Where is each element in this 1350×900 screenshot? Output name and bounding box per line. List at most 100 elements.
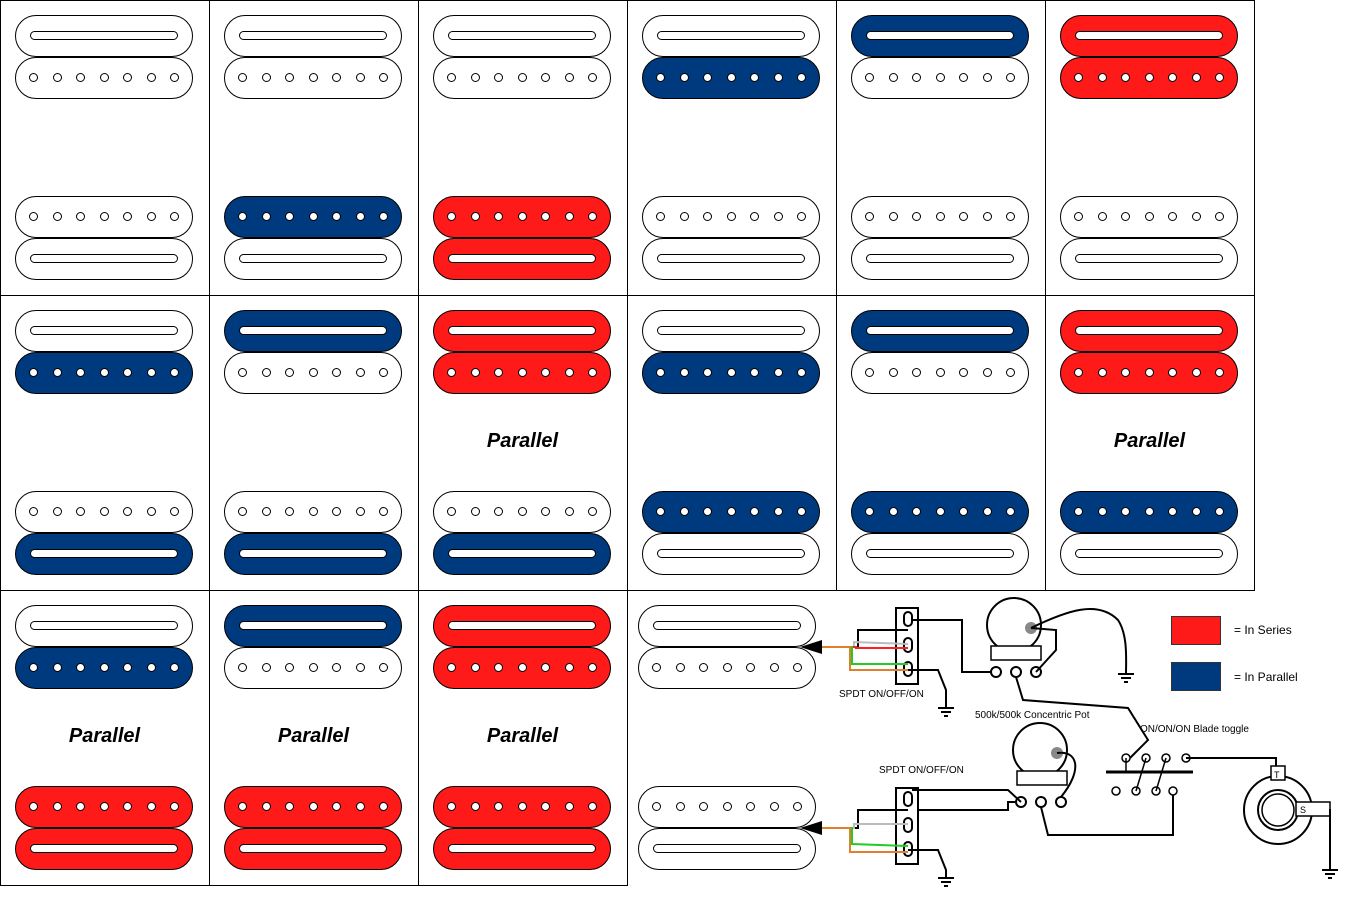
wiring-bridge-blade-coil <box>638 828 816 870</box>
pickup-poles <box>865 507 1015 517</box>
pickup-blade <box>448 549 596 558</box>
ground-symbol-1 <box>938 707 954 717</box>
pickup-blade <box>448 326 596 335</box>
pickup-poles <box>29 368 179 378</box>
bridge-pickup-blade-coil <box>15 238 193 280</box>
bridge-pickup-pole-coil <box>15 491 193 533</box>
pickup-blade <box>657 326 805 335</box>
parallel-caption: Parallel <box>1113 430 1186 452</box>
pickup-blade <box>657 31 805 40</box>
pickup-blade <box>448 844 596 853</box>
bridge-pickup-blade-coil <box>224 533 402 575</box>
neck-pickup-pole-coil <box>433 352 611 394</box>
neck-pickup-blade-coil <box>851 15 1029 57</box>
neck-pickup-blade-coil <box>642 310 820 352</box>
pickup-config-cell <box>1045 295 1255 591</box>
pickup-poles <box>447 507 597 517</box>
ground-symbol-5 <box>1322 869 1338 879</box>
ground-symbol-2 <box>1118 673 1134 683</box>
pickup-blade <box>239 326 387 335</box>
neck-pickup-blade-coil <box>224 605 402 647</box>
neck-pickup-pole-coil <box>15 57 193 99</box>
bridge-pickup-blade-coil <box>224 238 402 280</box>
neck-pickup-pole-coil <box>642 352 820 394</box>
legend-series-swatch <box>1171 616 1221 645</box>
bridge-pickup-blade-coil <box>433 828 611 870</box>
parallel-caption: Parallel <box>486 725 559 747</box>
pickup-config-cell <box>627 0 837 296</box>
pickup-poles <box>238 368 388 378</box>
pickup-blade <box>30 31 178 40</box>
neck-pickup-pole-coil <box>642 57 820 99</box>
pickup-blade <box>30 621 178 630</box>
pickup-blade <box>1075 549 1223 558</box>
bridge-pickup-blade-coil <box>851 238 1029 280</box>
pickup-poles <box>1074 368 1224 378</box>
pickup-blade <box>1075 326 1223 335</box>
pickup-poles <box>238 663 388 673</box>
pickup-config-cell <box>0 0 210 296</box>
pickup-poles <box>238 802 388 812</box>
pickup-blade <box>239 621 387 630</box>
pickup-poles <box>29 663 179 673</box>
pickup-config-cell <box>209 590 419 886</box>
parallel-caption: Parallel <box>486 430 559 452</box>
pickup-poles <box>656 73 806 83</box>
bridge-pickup-pole-coil <box>642 196 820 238</box>
bridge-pickup-pole-coil <box>15 196 193 238</box>
bridge-pickup-blade-coil <box>1060 238 1238 280</box>
pickup-config-cell <box>209 295 419 591</box>
pickup-blade <box>866 549 1014 558</box>
pickup-poles <box>447 663 597 673</box>
neck-pickup-pole-coil <box>15 647 193 689</box>
pickup-blade <box>1075 31 1223 40</box>
pickup-config-cell <box>209 0 419 296</box>
pickup-blade <box>30 326 178 335</box>
pickup-blade <box>653 621 801 630</box>
pickup-poles <box>238 507 388 517</box>
parallel-caption: Parallel <box>277 725 350 747</box>
neck-pickup-blade-coil <box>15 605 193 647</box>
pickup-config-cell <box>418 590 628 886</box>
neck-pickup-blade-coil <box>851 310 1029 352</box>
bridge-pickup-pole-coil <box>224 196 402 238</box>
pickup-blade <box>866 31 1014 40</box>
toggle-label: ON/ON/ON Blade toggle <box>1140 724 1249 735</box>
neck-pickup-blade-coil <box>224 310 402 352</box>
bridge-pickup-pole-coil <box>224 491 402 533</box>
bridge-pickup-pole-coil <box>15 786 193 828</box>
neck-pickup-blade-coil <box>15 310 193 352</box>
pickup-blade <box>866 326 1014 335</box>
pickup-config-cell <box>0 590 210 886</box>
output-jack: T S <box>1243 765 1331 845</box>
neck-pickup-blade-coil <box>1060 310 1238 352</box>
pickup-blade <box>30 254 178 263</box>
pickup-poles <box>652 802 802 812</box>
pot-2 <box>1012 722 1068 808</box>
pickup-poles <box>865 73 1015 83</box>
pickup-poles <box>656 212 806 222</box>
neck-pickup-blade-coil <box>433 605 611 647</box>
neck-pickup-blade-coil <box>642 15 820 57</box>
pickup-poles <box>29 212 179 222</box>
neck-pickup-blade-coil <box>433 310 611 352</box>
pickup-poles <box>656 368 806 378</box>
neck-pickup-blade-coil <box>224 15 402 57</box>
pickup-poles <box>29 507 179 517</box>
pickup-blade <box>30 549 178 558</box>
bridge-pickup-blade-coil <box>642 238 820 280</box>
neck-pickup-pole-coil <box>224 647 402 689</box>
pickup-blade <box>448 31 596 40</box>
bridge-pickup-pole-coil <box>433 196 611 238</box>
pickup-blade <box>239 844 387 853</box>
bridge-pickup-pole-coil <box>1060 196 1238 238</box>
pickup-blade <box>239 549 387 558</box>
pickup-poles <box>29 802 179 812</box>
pickup-config-cell <box>1045 0 1255 296</box>
pickup-blade <box>239 254 387 263</box>
neck-pickup-blade-coil <box>1060 15 1238 57</box>
pickup-poles <box>1074 507 1224 517</box>
pickup-blade <box>657 254 805 263</box>
pickup-poles <box>29 73 179 83</box>
bridge-pickup-pole-coil <box>224 786 402 828</box>
